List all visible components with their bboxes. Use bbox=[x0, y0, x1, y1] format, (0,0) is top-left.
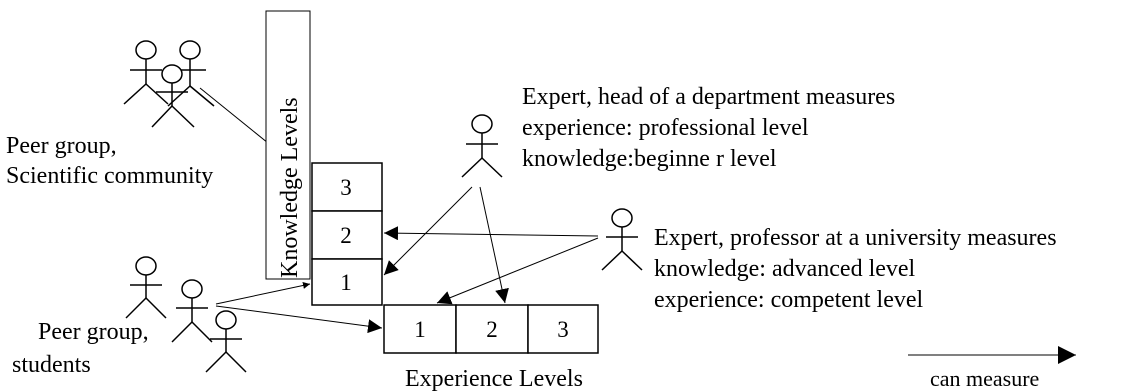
experience-levels: 1 2 3 bbox=[383, 304, 599, 354]
measure-arrows bbox=[215, 186, 599, 334]
knowledge-level-3: 3 bbox=[340, 175, 352, 200]
legend: can measure bbox=[908, 346, 1076, 391]
stick-figure-icon bbox=[461, 114, 503, 178]
knowledge-level-1: 1 bbox=[340, 270, 352, 295]
knowledge-axis-label: Knowledge Levels bbox=[277, 97, 303, 278]
stick-figure-icon bbox=[601, 208, 643, 271]
arrow-professor-to-knowledge-2 bbox=[383, 226, 599, 241]
legend-label: can measure bbox=[930, 366, 1039, 391]
knowledge-level-box-3 bbox=[311, 162, 383, 212]
stick-figure-icon bbox=[151, 64, 195, 128]
arrow-head-to-knowledge-1 bbox=[383, 186, 473, 276]
knowledge-level-2: 2 bbox=[340, 223, 352, 248]
experience-level-box-3 bbox=[527, 304, 599, 354]
scientific-group-connector bbox=[199, 87, 269, 144]
stick-figure-icon bbox=[171, 279, 213, 343]
peer-group-students-line1: Peer group, bbox=[38, 319, 149, 345]
expert-professor-line3: experience: competent level bbox=[654, 287, 924, 313]
knowledge-level-box-2 bbox=[311, 210, 383, 260]
experience-level-box-2 bbox=[455, 304, 529, 354]
expert-professor-line1: Expert, professor at a university measur… bbox=[654, 225, 1057, 251]
experience-level-1: 1 bbox=[414, 317, 426, 342]
peer-group-scientific-line1: Peer group, bbox=[6, 133, 117, 159]
peer-group-scientific-line2: Scientific community bbox=[6, 163, 213, 189]
knowledge-axis-label-box bbox=[265, 10, 311, 280]
stick-figure-icon bbox=[125, 256, 167, 319]
expert-head-line2: experience: professional level bbox=[522, 115, 809, 141]
expert-head-line1: Expert, head of a department measures bbox=[522, 84, 895, 110]
expert-head-line3: knowledge:beginne r level bbox=[522, 146, 777, 172]
arrow-professor-to-experience-1 bbox=[436, 237, 599, 305]
knowledge-levels: 3 2 1 bbox=[311, 162, 383, 306]
department-head-figure bbox=[461, 114, 503, 178]
arrow-students-to-experience-1 bbox=[215, 305, 383, 334]
experience-level-2: 2 bbox=[486, 317, 498, 342]
experience-level-3: 3 bbox=[557, 317, 569, 342]
experience-level-box-1 bbox=[383, 304, 457, 354]
arrow-students-to-knowledge-1 bbox=[215, 282, 311, 305]
arrow-head-to-experience-2 bbox=[479, 186, 509, 304]
knowledge-level-box-1 bbox=[311, 258, 383, 306]
experience-axis-label: Experience Levels bbox=[405, 366, 583, 392]
students-figures bbox=[125, 256, 247, 373]
stick-figure-icon bbox=[123, 40, 169, 105]
expert-professor-line2: knowledge: advanced level bbox=[654, 256, 916, 282]
professor-figure bbox=[601, 208, 643, 271]
peer-group-students-line2: students bbox=[12, 352, 91, 378]
stick-figure-icon bbox=[205, 310, 247, 373]
scientific-community-figures bbox=[123, 40, 215, 128]
